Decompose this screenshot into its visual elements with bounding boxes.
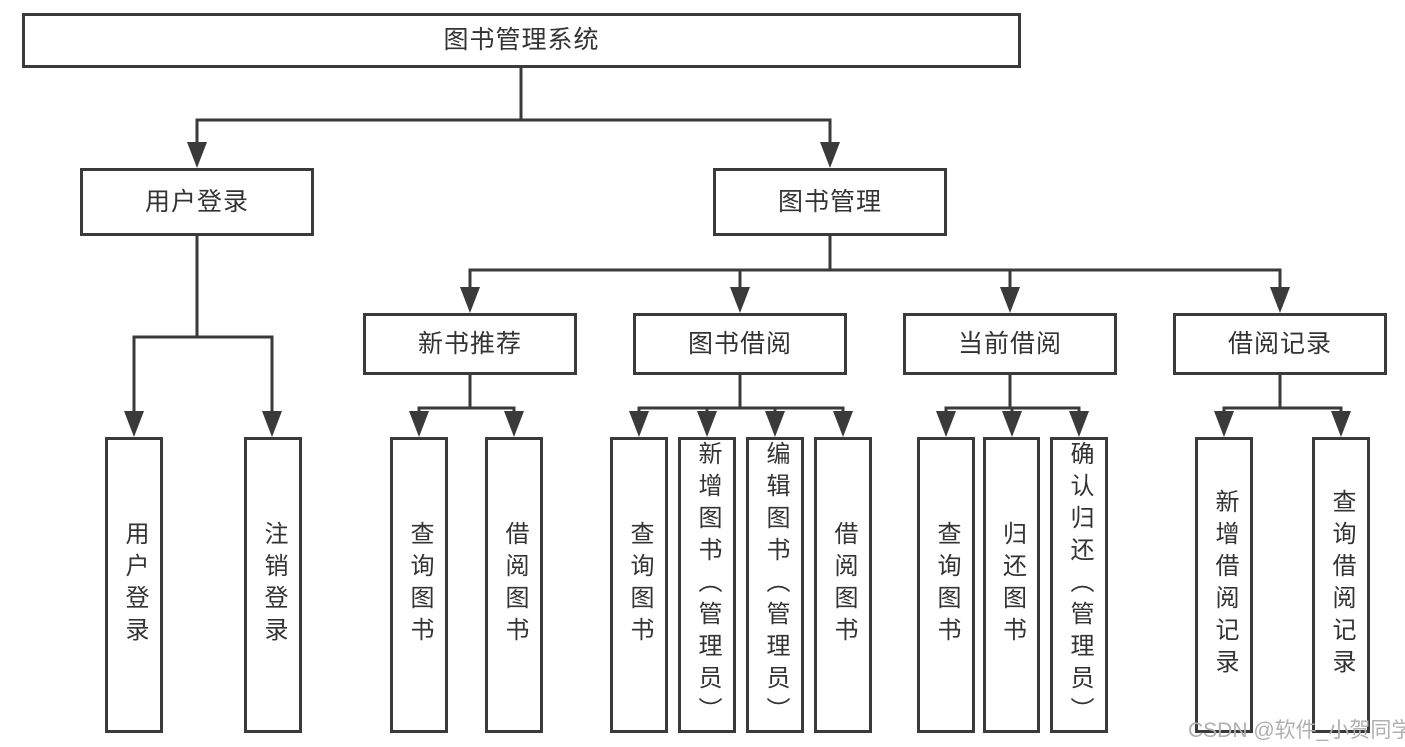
leaf-logout-label: 注销登录 bbox=[260, 521, 287, 649]
leaf-query-books-2-label: 查询图书 bbox=[626, 521, 653, 649]
leaf-user-login-label: 用户登录 bbox=[121, 521, 148, 649]
leaf-add-borrow-record-label: 新增借阅记录 bbox=[1211, 489, 1238, 681]
node-new-book-recommend: 新书推荐 bbox=[363, 313, 577, 375]
leaf-add-books-admin-label: 新增图书（管理员） bbox=[694, 441, 721, 729]
leaf-return-books-label: 归还图书 bbox=[998, 521, 1026, 649]
connector-paths bbox=[132, 66, 1343, 414]
leaf-query-borrow-record-label: 查询借阅记录 bbox=[1328, 489, 1355, 681]
leaf-query-books-3-label: 查询图书 bbox=[933, 521, 960, 649]
csdn-watermark: CSDN @软件_小贺同学 bbox=[1188, 719, 1405, 742]
node-user-login: 用户登录 bbox=[80, 168, 314, 236]
leaf-user-login: 用户登录 bbox=[105, 437, 163, 733]
node-book-management: 图书管理 bbox=[713, 168, 947, 236]
leaf-borrow-books-1-label: 借阅图书 bbox=[501, 521, 528, 649]
node-book-borrowing: 图书借阅 bbox=[633, 313, 847, 375]
node-borrowing-records-label: 借阅记录 bbox=[1227, 329, 1332, 358]
leaf-edit-books-admin-label: 编辑图书（管理员） bbox=[762, 441, 789, 729]
leaf-borrow-books-2-label: 借阅图书 bbox=[830, 521, 857, 649]
node-system-root-label: 图书管理系统 bbox=[443, 26, 600, 54]
leaf-confirm-return-admin-label: 确认归还（管理员） bbox=[1066, 441, 1093, 729]
node-current-borrowing: 当前借阅 bbox=[903, 313, 1117, 375]
node-system-root: 图书管理系统 bbox=[22, 13, 1021, 68]
arrow-down-icons bbox=[124, 142, 1351, 437]
leaf-edit-books-admin: 编辑图书（管理员） bbox=[746, 437, 804, 733]
node-new-book-recommend-label: 新书推荐 bbox=[417, 329, 522, 358]
leaf-query-books-1-label: 查询图书 bbox=[406, 521, 433, 649]
leaf-add-borrow-record: 新增借阅记录 bbox=[1195, 437, 1253, 733]
leaf-borrow-books-1: 借阅图书 bbox=[485, 437, 543, 733]
node-user-login-label: 用户登录 bbox=[144, 187, 249, 216]
leaf-query-books-1: 查询图书 bbox=[390, 437, 448, 733]
node-book-borrowing-label: 图书借阅 bbox=[687, 329, 792, 358]
leaf-return-books: 归还图书 bbox=[983, 437, 1040, 733]
node-current-borrowing-label: 当前借阅 bbox=[957, 329, 1062, 358]
leaf-query-books-3: 查询图书 bbox=[917, 437, 975, 733]
node-borrowing-records: 借阅记录 bbox=[1173, 313, 1387, 375]
leaf-logout: 注销登录 bbox=[244, 437, 302, 733]
leaf-query-books-2: 查询图书 bbox=[610, 437, 668, 733]
leaf-confirm-return-admin: 确认归还（管理员） bbox=[1050, 437, 1108, 733]
leaf-add-books-admin: 新增图书（管理员） bbox=[678, 437, 736, 733]
leaf-query-borrow-record: 查询借阅记录 bbox=[1312, 437, 1370, 733]
leaf-borrow-books-2: 借阅图书 bbox=[814, 437, 872, 733]
node-book-management-label: 图书管理 bbox=[777, 187, 882, 216]
